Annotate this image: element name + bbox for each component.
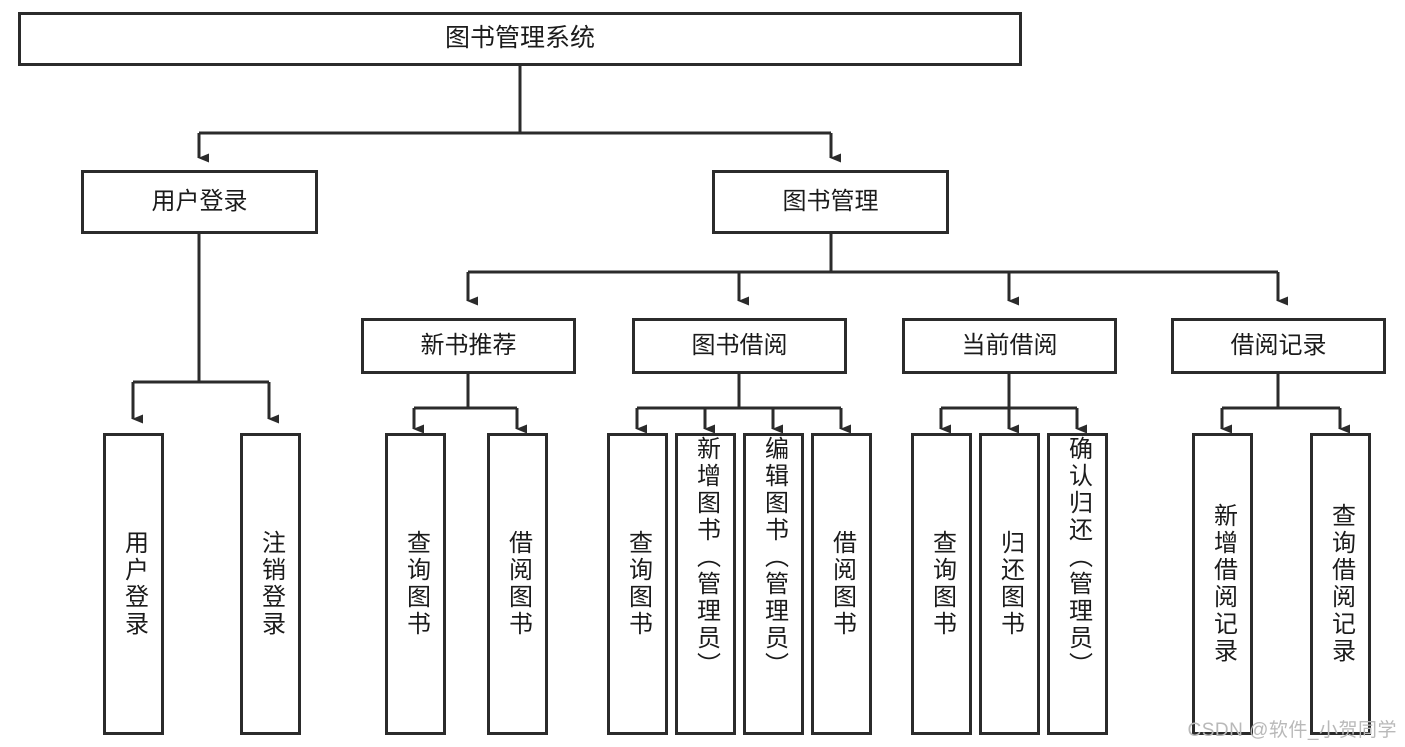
node-new-book-recommend[interactable]: 新书推荐 (361, 318, 576, 374)
node-book-management[interactable]: 图书管理 (712, 170, 949, 234)
leaf-book-borrow-edit-label: 编辑图书（管理员） (760, 436, 788, 679)
leaf-new-book-query[interactable]: 查询图书 (385, 433, 446, 735)
leaf-current-borrow-return[interactable]: 归还图书 (979, 433, 1040, 735)
node-borrow-record[interactable]: 借阅记录 (1171, 318, 1386, 374)
node-current-borrow[interactable]: 当前借阅 (902, 318, 1117, 374)
node-book-borrow-label: 图书借阅 (691, 331, 788, 359)
node-book-management-label: 图书管理 (782, 187, 879, 215)
node-borrow-record-label: 借阅记录 (1230, 331, 1327, 359)
leaf-new-book-borrow[interactable]: 借阅图书 (487, 433, 548, 735)
leaf-current-borrow-confirm-label: 确认归还（管理员） (1064, 436, 1092, 679)
leaf-borrow-record-add-label: 新增借阅记录 (1209, 503, 1237, 665)
leaf-user-login-login[interactable]: 用户登录 (103, 433, 164, 735)
leaf-borrow-record-add[interactable]: 新增借阅记录 (1192, 433, 1253, 735)
node-user-login-label: 用户登录 (151, 187, 248, 215)
node-root-label: 图书管理系统 (444, 24, 595, 53)
leaf-current-borrow-return-label: 归还图书 (996, 530, 1024, 638)
leaf-new-book-borrow-label: 借阅图书 (504, 530, 532, 638)
leaf-borrow-record-query[interactable]: 查询借阅记录 (1310, 433, 1371, 735)
node-root[interactable]: 图书管理系统 (18, 12, 1022, 66)
node-user-login[interactable]: 用户登录 (81, 170, 318, 234)
leaf-user-login-login-label: 用户登录 (120, 530, 148, 638)
leaf-book-borrow-borrow[interactable]: 借阅图书 (811, 433, 872, 735)
node-current-borrow-label: 当前借阅 (961, 331, 1058, 359)
leaf-borrow-record-query-label: 查询借阅记录 (1327, 503, 1355, 665)
leaf-book-borrow-add[interactable]: 新增图书（管理员） (675, 433, 736, 735)
leaf-book-borrow-query-label: 查询图书 (624, 530, 652, 638)
leaf-book-borrow-edit[interactable]: 编辑图书（管理员） (743, 433, 804, 735)
leaf-current-borrow-confirm[interactable]: 确认归还（管理员） (1047, 433, 1108, 735)
node-new-book-recommend-label: 新书推荐 (420, 331, 517, 359)
leaf-book-borrow-add-label: 新增图书（管理员） (692, 436, 720, 679)
leaf-user-login-logout-label: 注销登录 (257, 530, 285, 638)
leaf-book-borrow-borrow-label: 借阅图书 (828, 530, 856, 638)
leaf-current-borrow-query[interactable]: 查询图书 (911, 433, 972, 735)
leaf-book-borrow-query[interactable]: 查询图书 (607, 433, 668, 735)
node-book-borrow[interactable]: 图书借阅 (632, 318, 847, 374)
leaf-new-book-query-label: 查询图书 (402, 530, 430, 638)
leaf-current-borrow-query-label: 查询图书 (928, 530, 956, 638)
watermark-text: CSDN @软件_小贺同学 (1187, 720, 1397, 741)
leaf-user-login-logout[interactable]: 注销登录 (240, 433, 301, 735)
